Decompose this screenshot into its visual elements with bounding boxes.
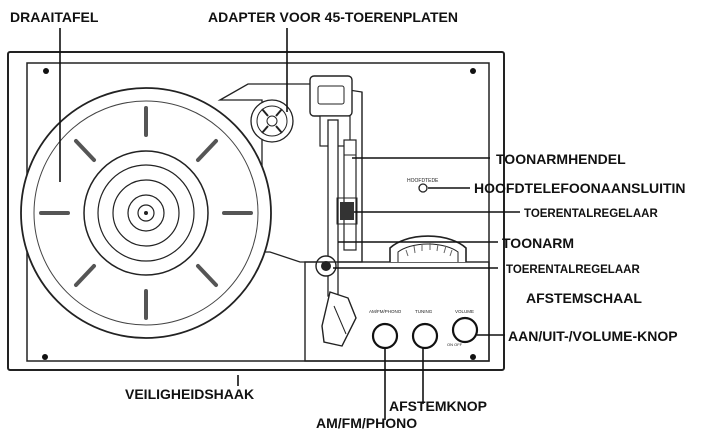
volume-knob-text: VOLUME bbox=[455, 309, 474, 314]
label-adapter-45: ADAPTER VOOR 45-TOERENPLATEN bbox=[208, 9, 458, 25]
phones-panel-text: HOOFDTEDE bbox=[407, 178, 439, 184]
on-off-text: ON OFF bbox=[447, 342, 463, 347]
label-speed-selector-bottom: TOERENTALREGELAAR bbox=[506, 264, 640, 276]
label-tonearm: TOONARM bbox=[502, 235, 574, 251]
band-knob-text: AM/FM/PHONO bbox=[369, 309, 402, 314]
volume-knob bbox=[451, 316, 479, 344]
headphone-jack bbox=[418, 183, 428, 193]
screw-top-left bbox=[43, 68, 49, 74]
label-tuning-knob: AFSTEMKNOP bbox=[389, 398, 487, 414]
label-am-fm-phono: AM/FM/PHONO bbox=[316, 415, 417, 431]
label-safety-hook: VEILIGHEIDSHAAK bbox=[125, 386, 254, 402]
label-turntable: DRAAITAFEL bbox=[10, 9, 99, 25]
adapter-45 bbox=[250, 99, 294, 143]
label-power-volume-knob: AAN/UIT-/VOLUME-KNOP bbox=[508, 328, 678, 344]
leader-lines bbox=[59, 28, 520, 420]
tonearm-assembly bbox=[309, 75, 358, 347]
label-tuning-dial: AFSTEMSCHAAL bbox=[526, 290, 642, 306]
control-panel: HOOFDTEDE AM/FM/PHONO TUNING VOLUME ON O… bbox=[304, 92, 490, 362]
tuning-knob bbox=[411, 322, 439, 350]
screw-top-right bbox=[470, 68, 476, 74]
screw-bottom-left bbox=[42, 354, 48, 360]
screw-bottom-right bbox=[470, 354, 476, 360]
band-selector-knob bbox=[371, 322, 399, 350]
label-headphone-jack: HOOFDTELEFOONAANSLUITIN bbox=[474, 180, 686, 196]
tuning-knob-text: TUNING bbox=[415, 309, 433, 314]
platter bbox=[20, 87, 272, 339]
label-speed-selector-top: TOERENTALREGELAAR bbox=[524, 208, 658, 220]
label-tonearm-lever: TOONARMHENDEL bbox=[496, 151, 626, 167]
